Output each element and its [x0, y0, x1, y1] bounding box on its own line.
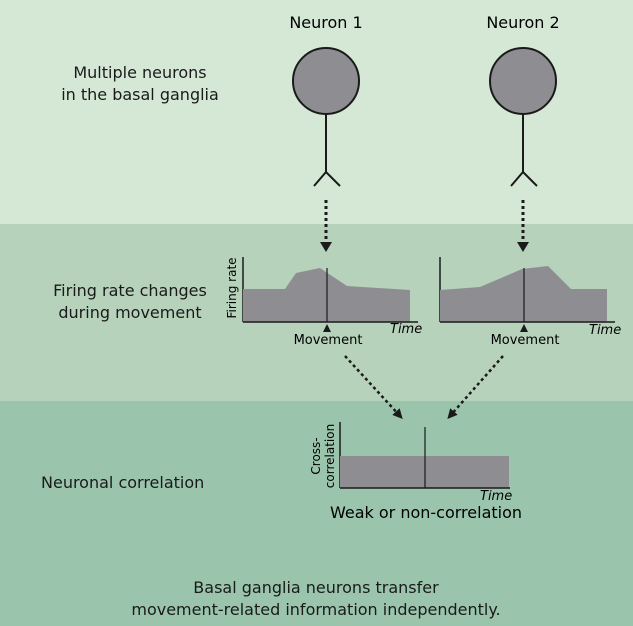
neuron-1-terminal: [313, 170, 341, 187]
conclusion-line-2: movement-related information independent…: [131, 600, 501, 619]
row-label-firing-line-2: during movement: [58, 303, 202, 322]
conclusion-line-1: Basal ganglia neurons transfer: [193, 578, 439, 597]
correlation-xlabel: Time: [480, 489, 512, 504]
firing-plot-2-xlabel: Time: [589, 323, 621, 338]
conclusion-text: Basal ganglia neurons transfer movement-…: [66, 577, 566, 621]
firing-plot-neuron-1: Firing rate Movement Time: [225, 257, 422, 348]
converge-arrow-right: [447, 355, 504, 419]
neuron-2-label: Neuron 2: [486, 13, 559, 32]
correlation-band: [0, 401, 633, 626]
correlation-ylabel-line-1: Cross-: [309, 437, 323, 474]
correlation-ylabel-line-2: correlation: [323, 424, 337, 488]
row-label-neurons-line-1: Multiple neurons: [73, 63, 207, 82]
row-label-neurons-line-2: in the basal ganglia: [61, 85, 219, 104]
neuron-1-label: Neuron 1: [289, 13, 362, 32]
neuron-1: Neuron 1: [289, 13, 363, 252]
row-label-neurons: Multiple neurons in the basal ganglia: [40, 62, 240, 106]
neuron-2-terminal: [510, 170, 538, 187]
firing-plot-1-movement-label: Movement: [294, 333, 363, 348]
correlation-plot: Cross- correlation Time Weak or non-corr…: [309, 422, 522, 522]
neuron-2-down-arrow-head: [517, 242, 529, 252]
neuron-2-soma: [489, 47, 557, 115]
firing-plot-2-movement-marker: [520, 324, 528, 332]
row-label-firing-line-1: Firing rate changes: [53, 281, 207, 300]
neuron-2: Neuron 2: [486, 13, 560, 252]
converge-arrow-left: [344, 355, 403, 419]
firing-plot-1-xlabel: Time: [390, 322, 422, 337]
firing-plot-ylabel: Firing rate: [225, 257, 239, 318]
neuron-1-soma: [292, 47, 360, 115]
neuron-1-down-arrow-head: [320, 242, 332, 252]
row-label-correlation: Neuronal correlation: [41, 473, 205, 492]
firing-plot-1-movement-marker: [323, 324, 331, 332]
firing-plot-neuron-2: Movement Time: [439, 257, 621, 348]
correlation-result: Weak or non-correlation: [330, 503, 522, 522]
row-label-firing: Firing rate changes during movement: [30, 280, 230, 324]
firing-plot-2-movement-label: Movement: [491, 333, 560, 348]
